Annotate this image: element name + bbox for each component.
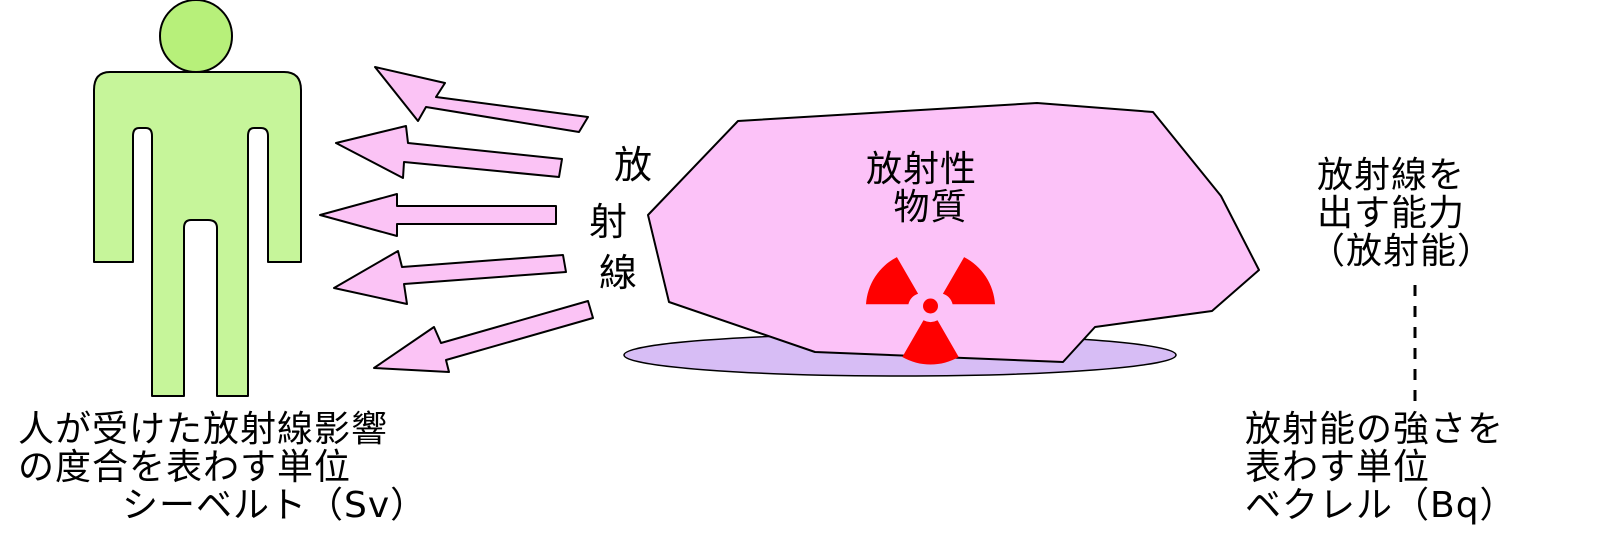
person-head: [159, 0, 233, 73]
sievert-caption: 人が受けた放射線影響 の度合を表わす単位 シーベルト（Sv）: [18, 412, 427, 526]
trefoil-blade-2: [902, 320, 959, 365]
sievert-caption-line-3: シーベルト（Sv）: [122, 485, 428, 526]
sievert-caption-line-1: 人が受けた放射線影響: [18, 409, 389, 450]
becquerel-caption-line-2: 表わす単位: [1245, 447, 1431, 488]
radiation-arrow-2: [335, 125, 563, 179]
radiation-label-char-3: 線: [599, 251, 638, 295]
radiation-arrow-3: [319, 193, 557, 237]
person-body: [93, 71, 302, 397]
material-label-line-2: 物質: [893, 187, 968, 228]
radiation-label-char-1: 放: [614, 143, 653, 187]
activity-label-line-2: 出す能力: [1317, 193, 1466, 234]
trefoil-center: [923, 298, 938, 314]
trefoil-blade-1: [942, 257, 995, 305]
radiation-label-char-2: 射: [589, 200, 628, 244]
radiation-arrow-4: [333, 250, 567, 305]
material-label-line-1: 放射性: [866, 149, 978, 190]
radiation-arrows: [319, 66, 594, 373]
activity-label: 放射線を 出す能力 （放射能）: [1309, 155, 1494, 272]
becquerel-caption-line-3: ベクレル（Bq）: [1245, 485, 1517, 526]
person-silhouette-icon: [93, 0, 302, 397]
radiation-trefoil-icon: [866, 257, 995, 365]
activity-label-line-3: （放射能）: [1309, 231, 1495, 272]
trefoil-blade-3: [866, 257, 919, 305]
radiation-arrow-5: [373, 300, 594, 373]
radioactive-material: [647, 102, 1260, 363]
becquerel-caption-line-1: 放射能の強さを: [1245, 409, 1505, 450]
activity-label-line-1: 放射線を: [1317, 155, 1466, 196]
radiation-arrow-1: [374, 66, 589, 133]
sievert-caption-line-2: の度合を表わす単位: [18, 447, 352, 488]
material-label: 放射性 物質: [866, 152, 977, 228]
becquerel-caption: 放射能の強さを 表わす単位 ベクレル（Bq）: [1245, 412, 1517, 526]
